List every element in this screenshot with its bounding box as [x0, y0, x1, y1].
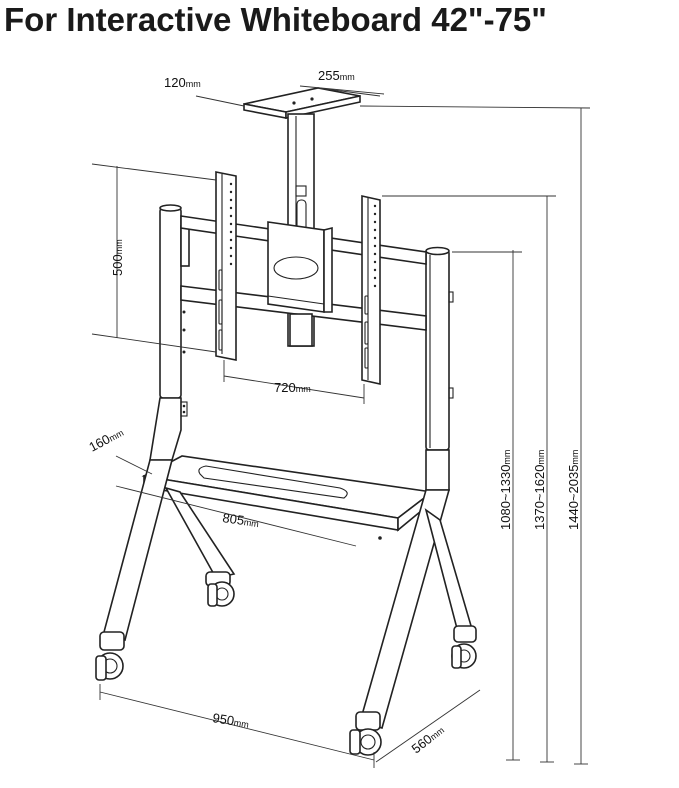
dim-height-shelf: 1080~1330mm: [498, 450, 513, 530]
vesa-bracket-left: [215, 171, 237, 361]
top-plate: [243, 87, 361, 119]
dim-base-width: 950mm: [212, 710, 251, 731]
base-legs: [103, 459, 475, 729]
caster-rear-left: [205, 571, 235, 607]
dim-vesa-horizontal: 720mm: [274, 380, 311, 395]
right-column: [425, 246, 454, 491]
caster-rear-right: [451, 625, 477, 669]
dim-base-depth: 560mm: [409, 722, 447, 756]
bracket-holes: [229, 182, 377, 288]
diagram-title: For Interactive Whiteboard 42"-75": [4, 1, 547, 38]
dim-shelf-width: 805mm: [222, 510, 260, 530]
caster-front-left: [95, 631, 125, 681]
center-clamp: [267, 221, 333, 347]
dim-top-plate-width: 255mm: [318, 68, 355, 83]
dim-height-total: 1440~2035mm: [566, 450, 581, 530]
left-column: [149, 204, 190, 461]
dim-vesa-vertical: 500mm: [110, 239, 125, 276]
dimension-lines: [91, 85, 591, 768]
vesa-bracket-right: [361, 195, 381, 385]
dim-height-mount: 1370~1620mm: [532, 450, 547, 530]
dim-top-plate-depth: 120mm: [164, 75, 201, 90]
caster-front-right: [349, 711, 382, 756]
dim-shelf-depth: 160mm: [86, 424, 125, 454]
